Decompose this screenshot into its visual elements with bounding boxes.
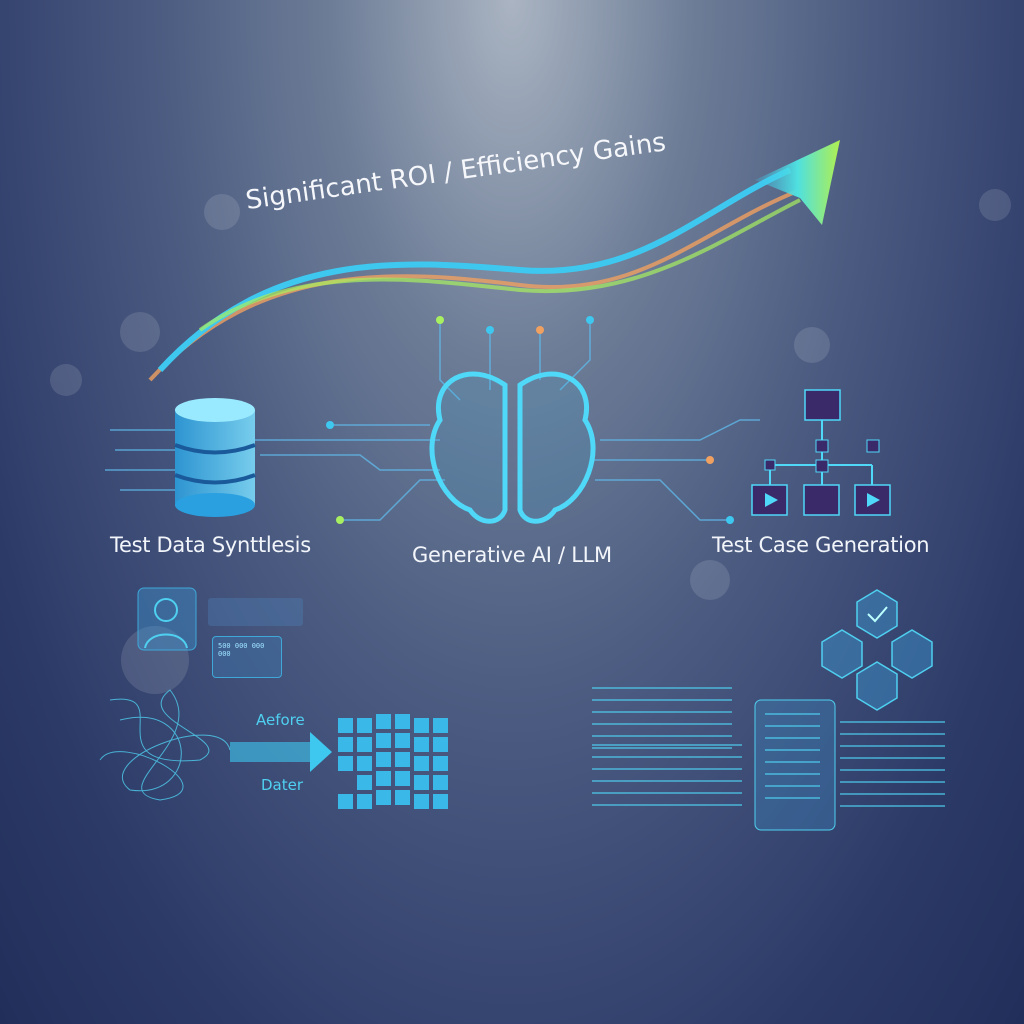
grid-cell xyxy=(338,794,353,809)
circuit-lines xyxy=(105,320,760,521)
roi-arrow xyxy=(148,140,840,382)
card-number: 500 000 000 000 xyxy=(218,642,265,658)
label-test-case-generation: Test Case Generation xyxy=(712,533,930,557)
grid-cell xyxy=(376,752,391,767)
grid-cell xyxy=(376,771,391,786)
bokeh-dots xyxy=(50,189,1011,694)
transform-arrow xyxy=(230,732,332,772)
grid-cell xyxy=(338,718,353,733)
grid-cell xyxy=(357,756,372,771)
grid-cell xyxy=(414,756,429,771)
user-icon xyxy=(137,587,303,651)
grid-cell xyxy=(395,714,410,729)
grid-cell xyxy=(414,775,429,790)
document-scroll-icon xyxy=(754,699,836,831)
grid-cell xyxy=(395,771,410,786)
grid-cell xyxy=(414,718,429,733)
grid-cell xyxy=(338,737,353,752)
before-label: Aefore xyxy=(256,711,305,729)
grid-cell xyxy=(395,733,410,748)
label-test-data-synthesis: Test Data Synttlesis xyxy=(110,533,311,557)
grid-cell xyxy=(376,733,391,748)
database-icon xyxy=(174,398,256,517)
grid-cell xyxy=(395,752,410,767)
label-generative-ai: Generative AI / LLM xyxy=(412,543,612,567)
after-label: Dater xyxy=(261,776,304,794)
grid-cell xyxy=(357,775,372,790)
grid-cell xyxy=(376,790,391,805)
grid-cell xyxy=(357,718,372,733)
node-dots xyxy=(326,316,734,524)
grid-cell xyxy=(338,756,353,771)
brain-icon xyxy=(429,371,596,524)
grid-cell xyxy=(376,714,391,729)
grid-cell xyxy=(433,775,448,790)
grid-cell xyxy=(433,718,448,733)
grid-cell xyxy=(414,737,429,752)
grid-cell xyxy=(357,737,372,752)
text-lines xyxy=(592,687,945,807)
tangled-data-icon xyxy=(99,689,231,801)
grid-cell xyxy=(395,790,410,805)
credit-card-icon: 500 000 000 000 xyxy=(212,636,282,678)
grid-cell xyxy=(414,794,429,809)
hex-badges xyxy=(821,589,933,711)
organized-grid-icon xyxy=(338,714,448,809)
grid-cell xyxy=(433,756,448,771)
grid-cell xyxy=(433,737,448,752)
grid-cell xyxy=(357,794,372,809)
grid-cell xyxy=(433,794,448,809)
flowchart-icon xyxy=(751,389,891,516)
